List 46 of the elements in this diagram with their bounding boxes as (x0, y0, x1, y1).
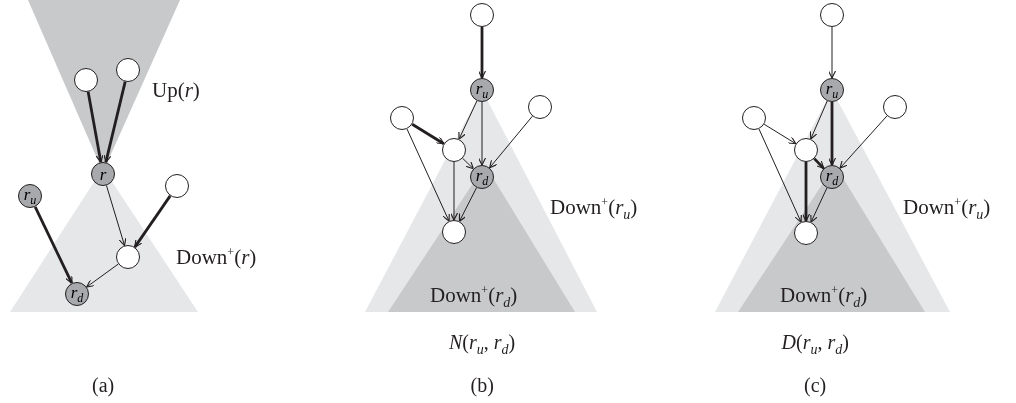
region-label: Down$^{+}$(r) (176, 246, 257, 268)
arrow (839, 115, 888, 169)
vertex-circle: r$_{u}$ (820, 78, 844, 102)
arrow (411, 123, 445, 145)
arrow (458, 100, 478, 140)
region-label: Up(r) (152, 80, 200, 101)
arrow (103, 81, 127, 163)
empty-vertex-circle (528, 95, 552, 119)
region-label: Down$^{+}$(r$_{u}$) (550, 196, 638, 223)
arrow (809, 100, 828, 140)
empty-vertex-circle (470, 3, 494, 27)
vertex-circle: r$_{u}$ (18, 184, 42, 208)
vertex-circle: r (91, 162, 115, 186)
region-label: Down$^{+}$(r$_{d}$) (430, 284, 518, 311)
empty-vertex-circle (742, 106, 766, 130)
arrow (86, 263, 119, 288)
set-label: N(r$_{u}$, r$_{d}$) (449, 332, 516, 357)
arrow (827, 26, 837, 79)
empty-vertex-circle (883, 95, 907, 119)
empty-vertex-circle (165, 174, 189, 198)
arrow (133, 195, 172, 248)
panel-label: (c) (804, 375, 827, 395)
arrow (86, 91, 104, 163)
arrow (477, 27, 487, 79)
arrow (489, 115, 533, 169)
arrow (763, 123, 797, 145)
arrow (801, 162, 811, 222)
arrow (33, 206, 74, 284)
set-label: D(r$_{u}$, r$_{d}$) (781, 332, 849, 357)
arrow (462, 157, 474, 170)
arrow (449, 161, 459, 221)
arrow (458, 187, 478, 222)
arrow (477, 101, 487, 166)
vertex-circle: r$_{u}$ (470, 78, 494, 102)
arrow (406, 128, 450, 222)
arrow (810, 187, 828, 223)
panel-label: (a) (92, 375, 115, 395)
empty-vertex-circle (390, 106, 414, 130)
arrow (758, 128, 802, 223)
empty-vertex-circle (820, 3, 844, 27)
region-label: Down$^{+}$(r$_{d}$) (780, 284, 868, 311)
arrow (813, 157, 825, 170)
arrow (827, 102, 837, 166)
arrow (105, 185, 127, 247)
panel-label: (b) (470, 375, 494, 395)
region-label: Down$^{+}$(r$_{u}$) (903, 196, 991, 223)
